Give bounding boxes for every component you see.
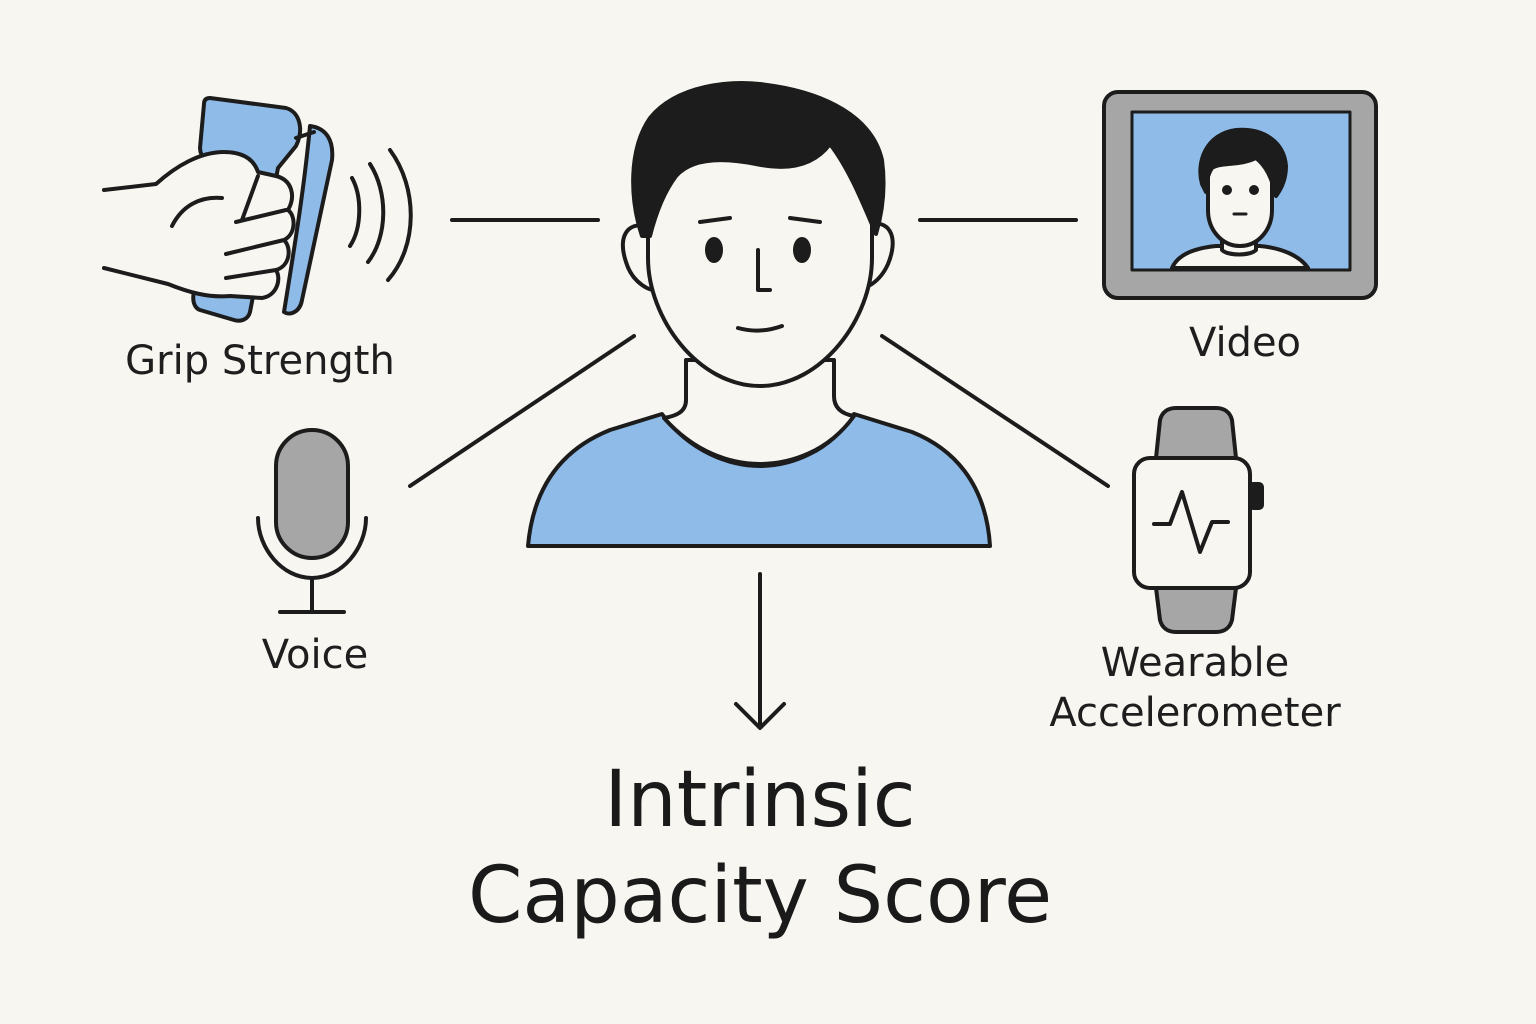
label-wearable-line2: Accelerometer [1049,690,1341,736]
label-grip-strength: Grip Strength [125,338,395,384]
connector-wearable [880,334,1110,488]
label-wearable-accelerometer: Wearable Accelerometer [1030,638,1360,738]
label-voice: Voice [261,632,369,678]
dynamometer-pad [282,124,335,316]
person-neck [662,358,856,466]
arrow-down-icon [734,572,786,730]
connectors [408,218,1110,488]
hand [102,150,296,300]
hand-dynamometer-icon [102,96,413,323]
connector-voice [408,334,636,488]
smartwatch-icon [1132,406,1264,634]
label-video: Video [1188,320,1302,366]
microphone-icon [256,428,368,614]
output-title-line2: Capacity Score [467,851,1053,941]
output-title-line1: Intrinsic [604,755,916,845]
output-title: Intrinsic Capacity Score [360,752,1160,944]
video-screen-icon [1102,90,1378,300]
person-hair [631,81,886,238]
person-icon [526,81,992,548]
label-wearable-line1: Wearable [1100,640,1290,686]
